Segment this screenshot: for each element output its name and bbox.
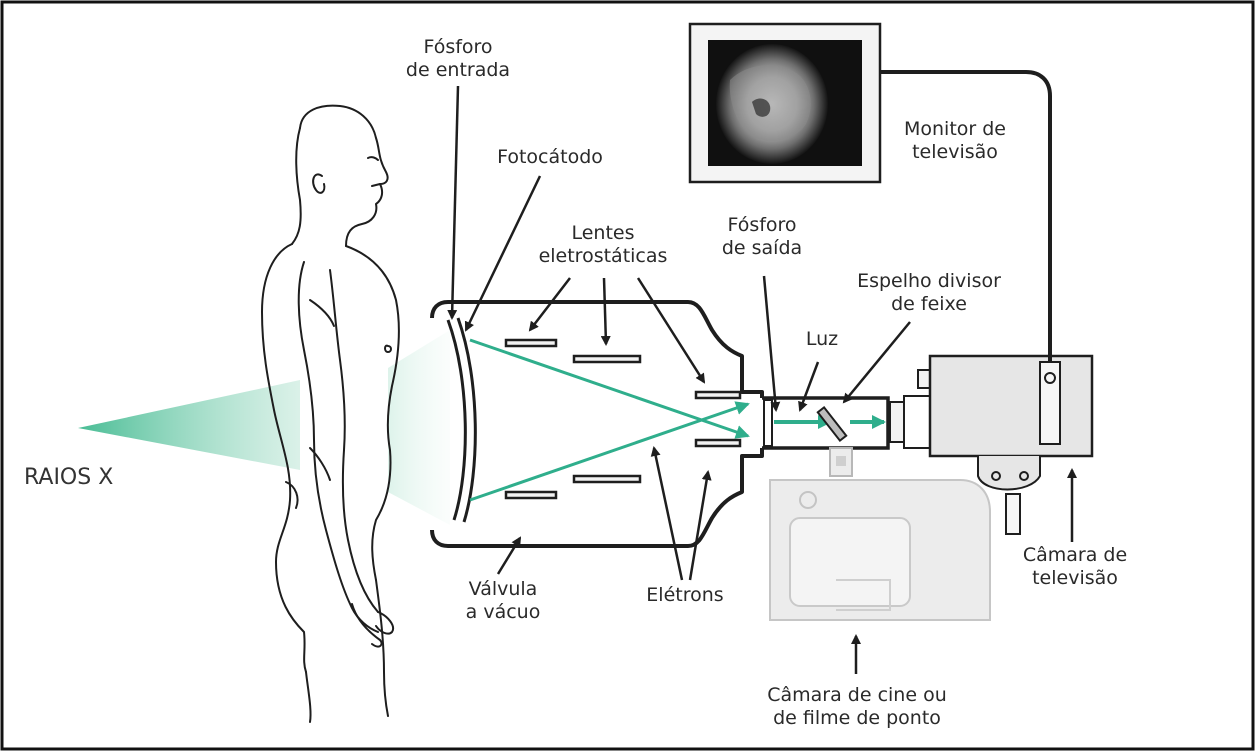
tv-lens-coupler: [890, 370, 932, 448]
label-photocathode-text: Fotocátodo: [480, 146, 620, 169]
xray-beam: [78, 380, 300, 470]
label-input-phosphor: Fósforo de entrada: [400, 36, 516, 82]
input-phosphor: [448, 320, 465, 520]
label-output-phosphor-line1: Fósforo: [712, 214, 812, 237]
label-vacuum-tube-line2: a vácuo: [450, 601, 556, 624]
label-cine-camera: Câmara de cine ou de filme de ponto: [752, 684, 962, 730]
label-tv-camera: Câmara de televisão: [1012, 544, 1138, 590]
label-tv-camera-line1: Câmara de: [1012, 544, 1138, 567]
label-tv-monitor-line1: Monitor de: [890, 118, 1020, 141]
label-input-phosphor-line1: Fósforo: [400, 36, 516, 59]
label-input-phosphor-line2: de entrada: [400, 59, 516, 82]
label-tv-monitor: Monitor de televisão: [890, 118, 1020, 164]
label-light-text: Luz: [792, 328, 852, 351]
label-electrostatic-lenses: Lentes eletrostáticas: [528, 222, 678, 268]
label-vacuum-tube: Válvula a vácuo: [450, 578, 556, 624]
label-electrons-text: Elétrons: [630, 584, 740, 607]
label-beam-splitter-line1: Espelho divisor: [846, 270, 1012, 293]
label-xrays: RAIOS X: [24, 466, 154, 489]
label-photocathode: Fotocátodo: [480, 146, 620, 169]
label-beam-splitter: Espelho divisor de feixe: [846, 270, 1012, 316]
cine-camera: [770, 448, 990, 620]
tv-monitor: [690, 24, 880, 182]
label-electrons: Elétrons: [630, 584, 740, 607]
label-vacuum-tube-line1: Válvula: [450, 578, 556, 601]
label-output-phosphor: Fósforo de saída: [712, 214, 812, 260]
label-tv-monitor-line2: televisão: [890, 141, 1020, 164]
label-output-phosphor-line2: de saída: [712, 237, 812, 260]
monitor-cable: [880, 72, 1050, 362]
label-light: Luz: [792, 328, 852, 351]
label-beam-splitter-line2: de feixe: [846, 293, 1012, 316]
label-lenses-line1: Lentes: [528, 222, 678, 245]
label-xrays-text: RAIOS X: [24, 466, 154, 489]
label-cine-camera-line2: de filme de ponto: [752, 707, 962, 730]
label-cine-camera-line1: Câmara de cine ou: [752, 684, 962, 707]
label-lenses-line2: eletrostáticas: [528, 245, 678, 268]
label-tv-camera-line2: televisão: [1012, 567, 1138, 590]
